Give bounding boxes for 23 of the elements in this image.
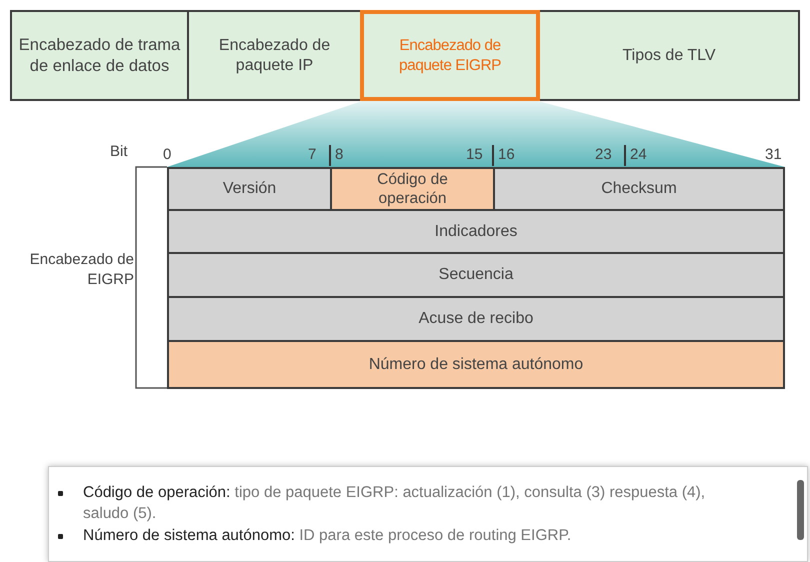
packet-field: Versión xyxy=(167,167,332,211)
bit-label: Bit xyxy=(110,143,128,160)
bit-number: 16 xyxy=(498,146,515,163)
packet-field: Secuencia xyxy=(167,252,785,298)
packet-field: Acuse de recibo xyxy=(167,296,785,342)
note-text: Código de operación: tipo de paquete EIGRP: actualización (1), consulta (3) respuesta (4), saludo (5). xyxy=(83,483,706,524)
section-label: Encabezado de EIGRP xyxy=(28,250,134,289)
bit-number: 8 xyxy=(335,146,344,163)
header-field: Encabezado de paquete IP xyxy=(187,10,362,101)
bit-number: 24 xyxy=(630,146,647,163)
bit-number: 23 xyxy=(595,146,612,163)
bit-number: 7 xyxy=(308,146,316,163)
bit-number: 15 xyxy=(466,146,483,163)
note-text: Número de sistema autónomo: ID para este proceso de routing EIGRP. xyxy=(83,526,572,546)
header-field: Encabezado de trama de enlace de datos xyxy=(10,10,189,101)
header-field: Tipos de TLV xyxy=(538,10,800,101)
packet-field: Indicadores xyxy=(167,209,785,254)
packet-field: Checksum xyxy=(493,167,785,211)
bit-number: 31 xyxy=(765,146,782,163)
packet-field: Código de operación xyxy=(330,167,495,211)
highlighted-header-field: Encabezado de paquete EIGRP xyxy=(360,10,540,101)
bit-number: 0 xyxy=(163,146,172,163)
packet-field: Número de sistema autónomo xyxy=(167,340,785,389)
